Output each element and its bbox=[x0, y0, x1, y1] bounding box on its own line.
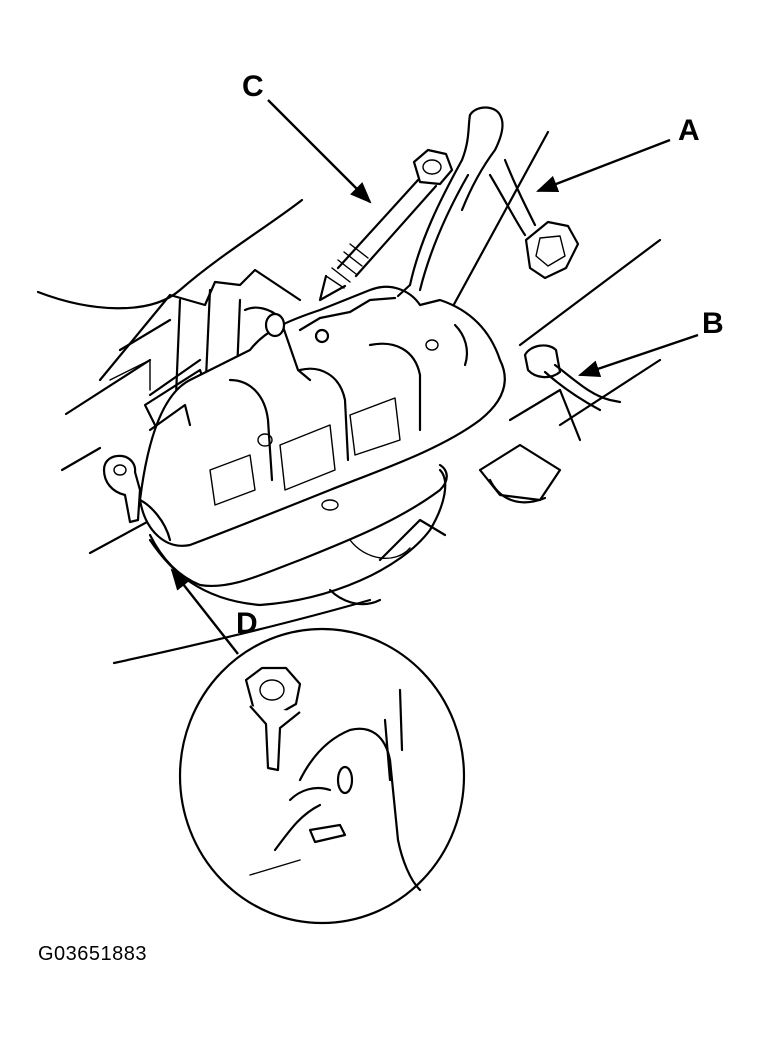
engine-block bbox=[148, 388, 582, 607]
callout-label-b: B bbox=[702, 307, 724, 340]
left-bracket bbox=[102, 403, 192, 524]
callout-leaders bbox=[170, 99, 699, 655]
harness-clip bbox=[523, 344, 622, 412]
detail-magnifier bbox=[178, 627, 466, 925]
stud-bolt bbox=[318, 148, 454, 302]
callout-label-a: A bbox=[678, 114, 700, 147]
callout-label-d: D bbox=[236, 607, 258, 640]
exhaust-manifold bbox=[138, 285, 506, 587]
oxygen-sensor-harness bbox=[396, 106, 580, 298]
callout-label-c: C bbox=[242, 70, 264, 103]
background-outlines bbox=[36, 130, 662, 665]
figure-code: G03651883 bbox=[38, 943, 148, 965]
